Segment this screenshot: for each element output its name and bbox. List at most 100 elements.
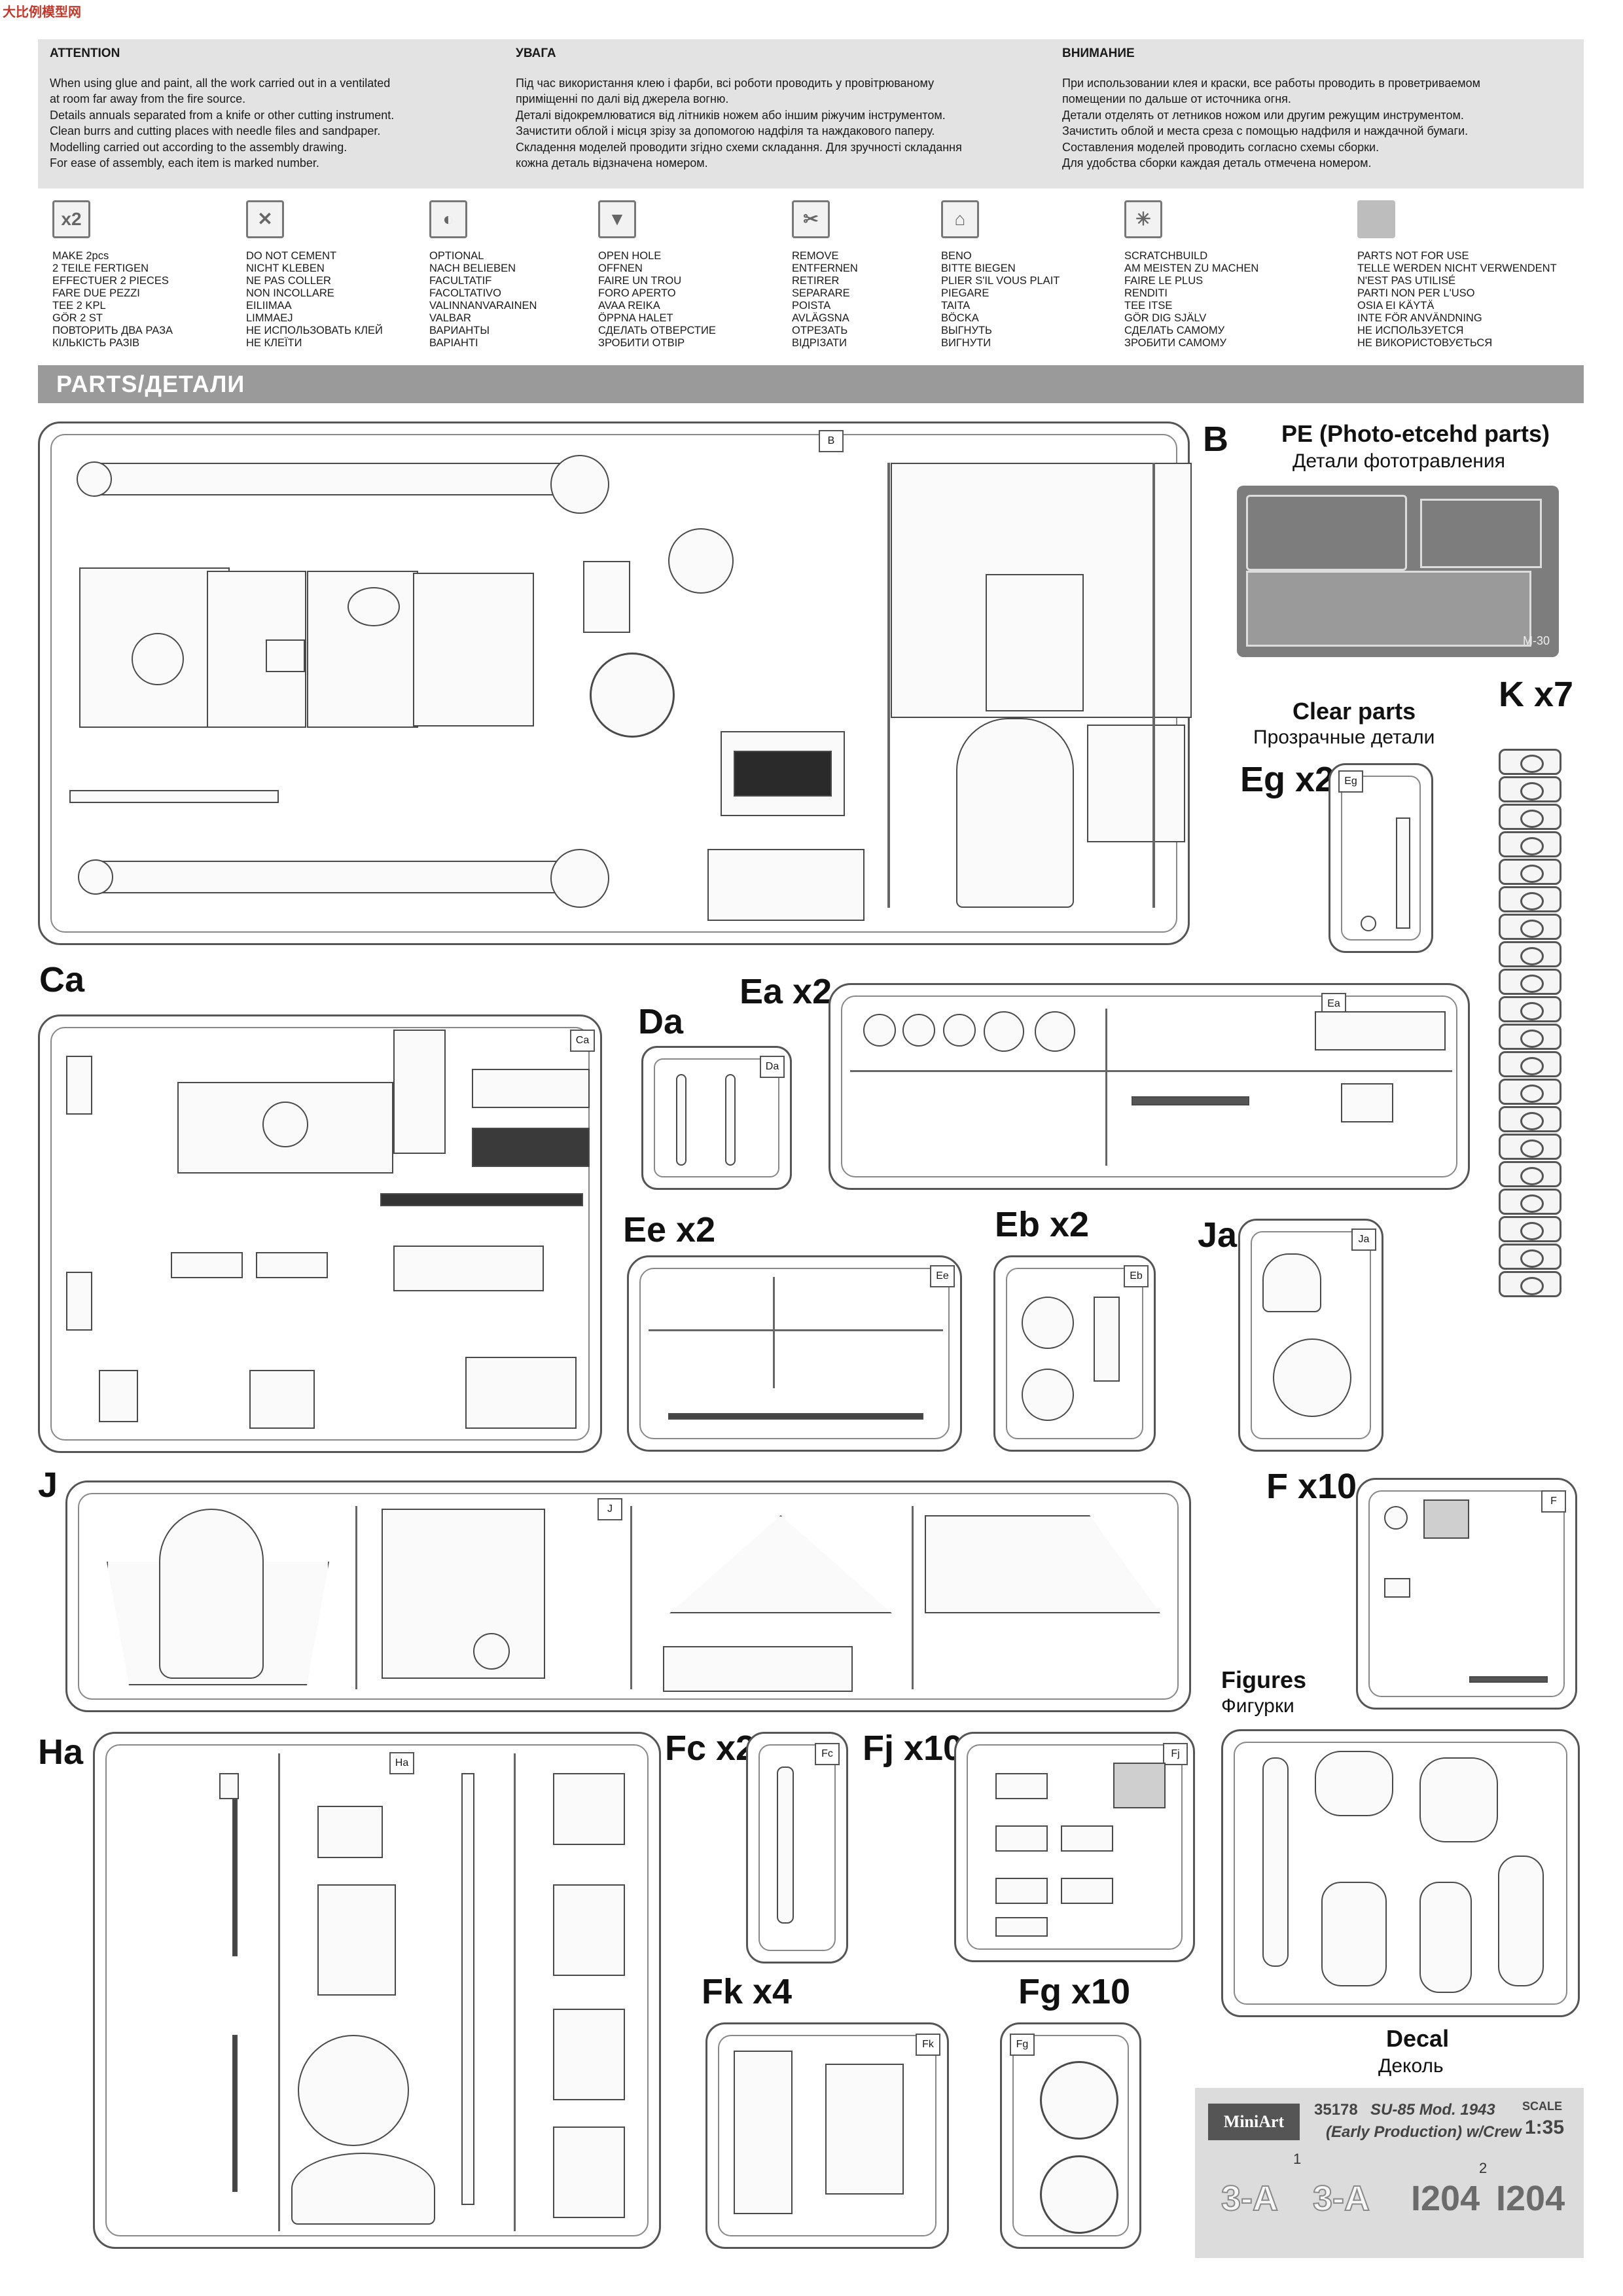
attention-en-line: When using glue and paint, all the work … [50,76,391,90]
figure-leg-part [1419,1882,1472,1993]
track-link-part [1061,1825,1113,1852]
sprue-f-label: F x10 [1266,1467,1357,1506]
open-hole-icon: ▼ [598,200,636,238]
lever-part [676,1074,687,1166]
symbol-glyph: ▼ [608,209,626,229]
track-link-part [1499,1244,1561,1270]
decal-sheet: MiniArt 35178 SU-85 Mod. 1943 (Early Pro… [1195,2088,1584,2258]
decal-kit-name: SU-85 Mod. 1943 [1370,2101,1495,2119]
attention-ua-line: Зачистити облой і місця зрізу за допомог… [516,124,935,137]
bracket-part [1341,1083,1393,1122]
hatch-part [1262,1253,1321,1312]
parts-not-for-use-icon [1357,200,1395,238]
sprue-da-tag: Da [760,1056,785,1078]
sprue-ee-label: Ee x2 [623,1210,716,1249]
symbol-text-line: OSIA EI KÄYTÄ [1357,300,1435,312]
cupola-ring-part [1273,1338,1351,1417]
bracket-part [553,2009,625,2100]
sprue-figures [1221,1729,1580,2017]
symbol-text-line: RENDITI [1124,287,1168,299]
attention-panel: ATTENTION When using glue and paint, all… [38,39,1584,188]
track-link-part [1499,1189,1561,1215]
track-link-part [1499,1271,1561,1297]
sprue-fg-tag: Fg [1010,2034,1035,2056]
plate-part [663,1646,853,1692]
pe-fret: M-30 [1237,486,1559,657]
engine-grille-mesh [734,751,832,797]
figure-leg-part [1262,1757,1289,1967]
box-part [249,1370,315,1429]
track-link-part [1499,1216,1561,1242]
track-fender-part [79,463,603,495]
symbol-text-line: СДЕЛАТЬ ОТВЕРСТИЕ [598,325,716,336]
sprue-f: F [1356,1478,1577,1710]
pe-code: M-30 [1522,634,1550,647]
attention-en: ATTENTION When using glue and paint, all… [50,46,394,171]
road-wheel-part [78,859,113,895]
scratchbuild-icon: ✳ [1124,200,1162,238]
panel-part [707,849,865,921]
symbol-text-line: 2 TEILE FERTIGEN [52,262,149,274]
wheel-part [984,1011,1024,1052]
bracket-part [553,2126,625,2218]
ring-part [1384,1506,1408,1530]
sprue-ca-label: Ca [39,960,85,999]
attention-ua-line: кожна деталь відзначена номером. [516,156,708,170]
pe-mesh-part [1246,571,1531,647]
symbol-text-line: ЗРОБИТИ ОТВІР [598,337,685,349]
attention-ua-line: Складення моделей проводити згідно схеми… [516,140,962,154]
symbol-text-line: AM MEISTEN ZU MACHEN [1124,262,1259,274]
symbol-glyph: ⌂ [954,209,966,229]
symbol-text-line: FORO APERTO [598,287,676,299]
attention-ua-title: УВАГА [516,46,556,60]
attention-ru-line: Для удобства сборки каждая деталь отмече… [1062,156,1372,170]
symbol-text-line: N'EST PAS UTILISÉ [1357,275,1456,287]
do-not-cement-icon: ✕ [246,200,284,238]
wheel-part [902,1014,935,1047]
symbol-text-line: LIMMAEJ [246,312,293,324]
wheel-part [863,1014,896,1047]
sprue-ca: Ca [38,1014,602,1453]
pe-subtitle: Детали фототравления [1293,450,1505,472]
pe-frame-part [1246,495,1407,571]
parts-section-bar: PARTS/ДЕТАЛИ [38,365,1584,403]
sprue-ja-label: Ja [1198,1215,1238,1255]
symbol-text-line: НЕ ВИКОРИСТОВУЄТЬСЯ [1357,337,1493,349]
decal-scale: 1:35 [1525,2117,1565,2138]
symbol-text-line: ENTFERNEN [792,262,858,274]
attention-ua-line: Під час використання клею і фарби, всі р… [516,76,935,90]
parts-section-title: PARTS/ДЕТАЛИ [56,370,245,397]
sprue-fc-label: Fc x2 [665,1729,756,1768]
symbol-text-line: PLIER S'IL VOUS PLAIT [941,275,1060,287]
symbol-text-line: ОТРЕЗАТЬ [792,325,848,336]
box-part [317,1806,383,1858]
tool-handle-part [232,1799,238,1956]
box-part [1315,1011,1446,1050]
symbol-text-line: BÖCKA [941,312,979,324]
sprue-ea: Ea [829,983,1470,1190]
turret-ring-part [298,2035,409,2146]
sprue-b-tag: B [819,430,844,452]
sprue-ja-tag: Ja [1351,1229,1376,1251]
symbol-text-line: OPEN HOLE [598,250,662,262]
wheel-part [1035,1011,1075,1052]
track-guard-part [380,1193,583,1206]
symbol-text-line: FACOLTATIVO [429,287,502,299]
symbol-text-line: FACULTATIF [429,275,492,287]
attention-ua-line: Деталі відокремлюватися від літників нож… [516,108,946,122]
bracket-part [393,1246,544,1291]
sprue-da: Da [641,1046,792,1190]
transmission-part [382,1509,545,1679]
symbol-text-line: НЕ ИСПОЛЬЗУЕТСЯ [1357,325,1464,336]
small-part [66,1272,92,1331]
symbol-text-line: EFFECTUER 2 PIECES [52,275,169,287]
symbol-text-line: NACH BELIEBEN [429,262,516,274]
hatch-opening-part [132,633,184,685]
symbol-text-line: REMOVE [792,250,839,262]
not-for-use-part [1113,1763,1166,1808]
figure-torso-part [1315,1751,1393,1816]
